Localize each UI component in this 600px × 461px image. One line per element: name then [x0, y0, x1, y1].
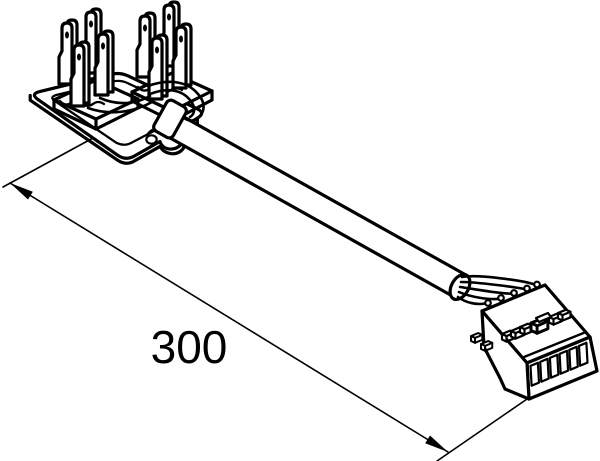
clamp-band: [152, 98, 188, 140]
extension-line-right: [436, 396, 531, 461]
wire-ferrule: [497, 294, 505, 302]
housing-ridge: [522, 330, 588, 359]
wire-ferrule: [484, 299, 492, 307]
wire-ferrule: [523, 284, 531, 293]
extension-line-left: [2, 137, 94, 188]
housing-terminal-tabs: [470, 308, 572, 352]
housing-slots: [529, 341, 589, 387]
wire-bundle-loop: [86, 80, 205, 122]
wire-ferrule: [533, 280, 541, 289]
rivet-hole: [145, 134, 158, 145]
cable-jacket: [164, 112, 468, 299]
connector-wires: [456, 275, 541, 307]
blade-terminal: [93, 29, 115, 97]
cable: [164, 112, 468, 299]
dimension-arrow-left: [10, 183, 33, 200]
dimension-arrow-right: [425, 435, 448, 452]
dimension-label: 300: [151, 321, 228, 373]
blade-terminal: [69, 40, 91, 108]
dimension: 300: [2, 137, 531, 461]
strain-relief-clamp: [145, 98, 188, 145]
receptacle-housing: [470, 283, 599, 401]
latch-bar: [534, 311, 553, 324]
wire-ferrule: [510, 289, 518, 297]
dimension-line: [9, 182, 449, 453]
blade-terminal: [171, 22, 193, 90]
